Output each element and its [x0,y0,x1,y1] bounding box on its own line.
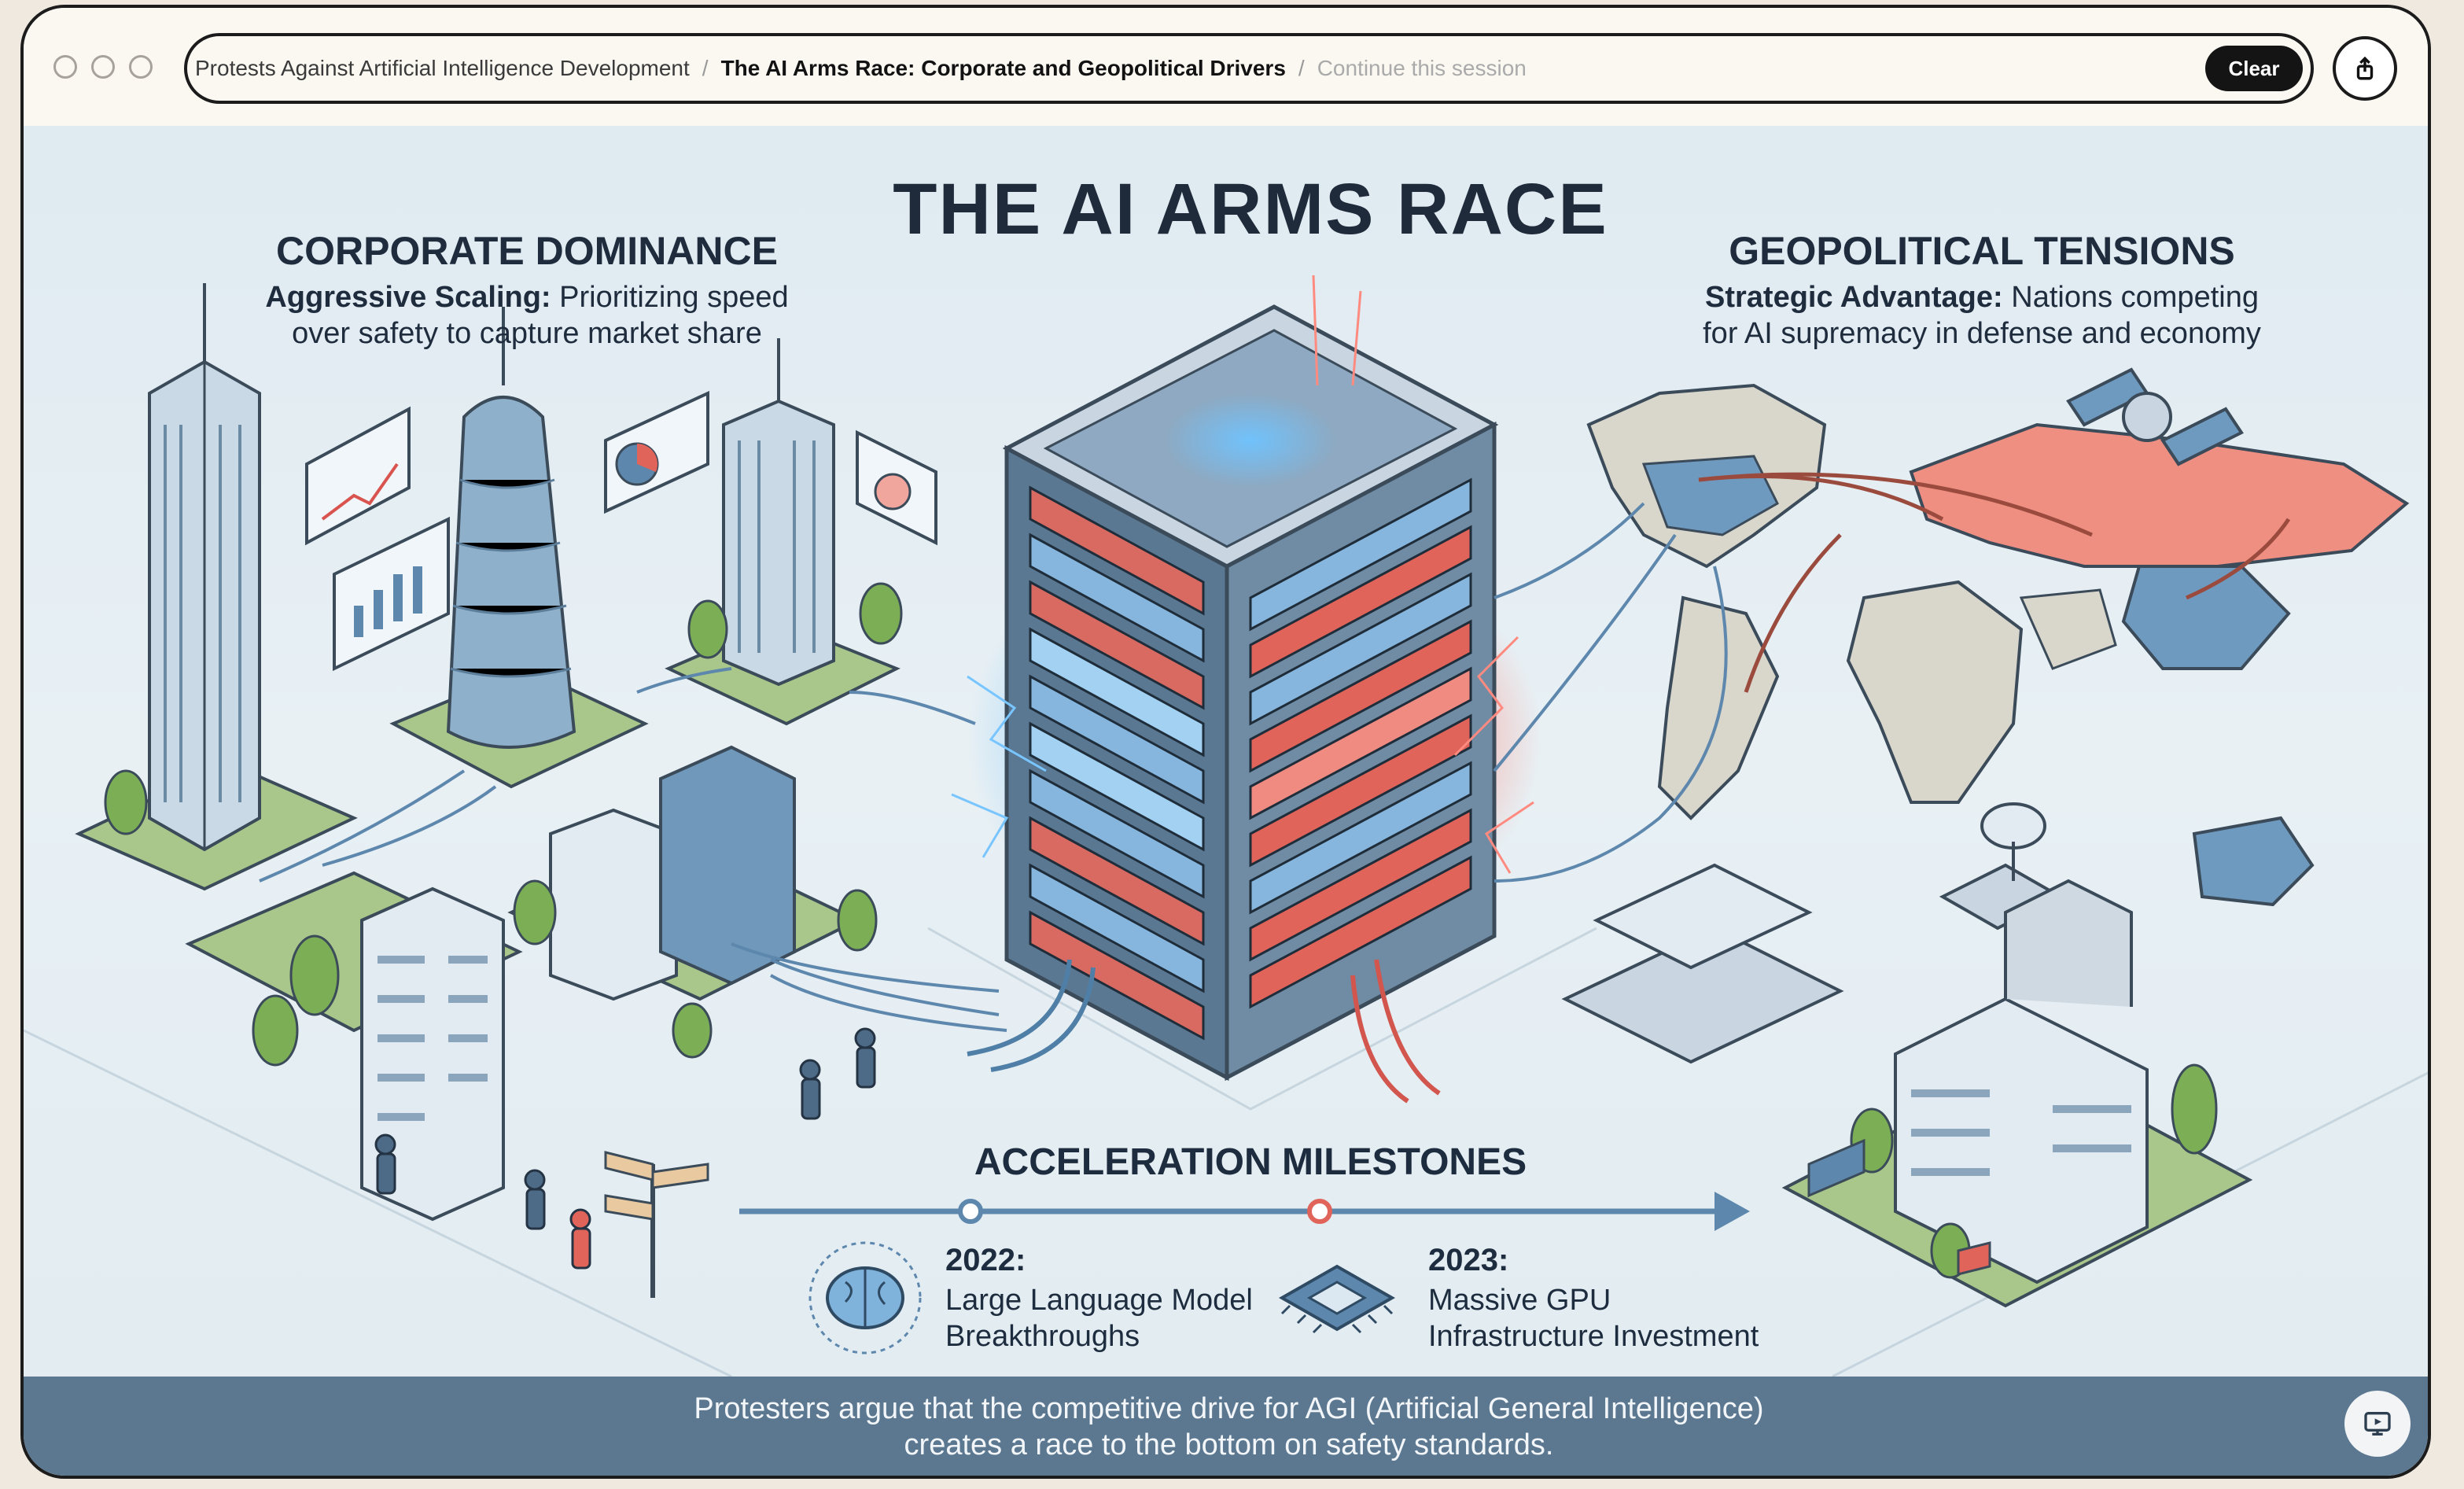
milestone-timeline [739,1192,1750,1231]
milestone-2022-line2: Breakthroughs [945,1320,1140,1353]
minimize-window-button[interactable] [91,55,115,79]
share-icon [2356,56,2374,80]
milestone-2022-marker [958,1199,983,1224]
milestone-2023-year: 2023: [1428,1243,1509,1277]
infographic-canvas: THE AI ARMS RACE CORPORATE DOMINANCE Agg… [24,126,2428,1377]
milestone-2023-line2: Infrastructure Investment [1428,1320,1759,1353]
session-breadcrumb-bar[interactable]: Protests Against Artificial Intelligence… [184,33,2314,104]
title-bar: Protests Against Artificial Intelligence… [24,8,2428,126]
corporate-lead: Aggressive Scaling: [265,281,551,314]
geopolitical-tensions-description: Strategic Advantage: Nations competing f… [1597,279,2367,352]
infographic-title: THE AI ARMS RACE [893,169,1608,249]
present-button[interactable] [2344,1391,2411,1457]
maximize-window-button[interactable] [129,55,153,79]
presentation-icon [2364,1412,2391,1436]
infographic-caption: Protesters argue that the competitive dr… [24,1377,2428,1476]
corporate-text-line2: over safety to capture market share [292,317,762,350]
geopolitical-lead: Strategic Advantage: [1705,281,2003,314]
milestone-2022-text: Large Language Model Breakthroughs [945,1282,1253,1354]
infographic-illustration [24,275,2428,1377]
breadcrumb-parent[interactable]: Protests Against Artificial Intelligence… [195,56,690,80]
browser-window: Protests Against Artificial Intelligence… [20,5,2431,1479]
milestones-heading: ACCELERATION MILESTONES [974,1141,1527,1183]
corporate-text-line1: Prioritizing speed [551,281,789,314]
continue-session-input[interactable]: Continue this session [1317,56,1527,80]
breadcrumb-separator: / [702,56,709,80]
brain-icon [808,1241,922,1354]
corporate-dominance-description: Aggressive Scaling: Prioritizing speed o… [181,279,873,352]
breadcrumb-current[interactable]: The AI Arms Race: Corporate and Geopolit… [720,56,1286,80]
world-map-illustration [1493,367,2410,1308]
milestone-2022-line1: Large Language Model [945,1284,1253,1317]
milestone-2023-text: Massive GPU Infrastructure Investment [1428,1282,1759,1354]
close-window-button[interactable] [53,55,77,79]
milestone-2023-marker [1307,1199,1332,1224]
caption-line2: creates a race to the bottom on safety s… [904,1428,1554,1461]
chip-icon [1278,1264,1396,1334]
clear-button[interactable]: Clear [2205,46,2303,91]
caption-line1: Protesters argue that the competitive dr… [694,1392,1764,1425]
corporate-dominance-heading: CORPORATE DOMINANCE [276,229,778,273]
milestone-2022-year: 2022: [945,1243,1026,1277]
window-controls [53,55,153,79]
geopolitical-tensions-heading: GEOPOLITICAL TENSIONS [1729,229,2235,273]
corporate-city-illustration [75,283,1007,1298]
geopolitical-text-line1: Nations competing [2002,281,2259,314]
share-button[interactable] [2333,36,2397,101]
milestone-2023-line1: Massive GPU [1428,1284,1611,1317]
geopolitical-text-line2: for AI supremacy in defense and economy [1703,317,2261,350]
server-tower-illustration [951,275,1541,1104]
breadcrumb-separator: / [1298,56,1305,80]
